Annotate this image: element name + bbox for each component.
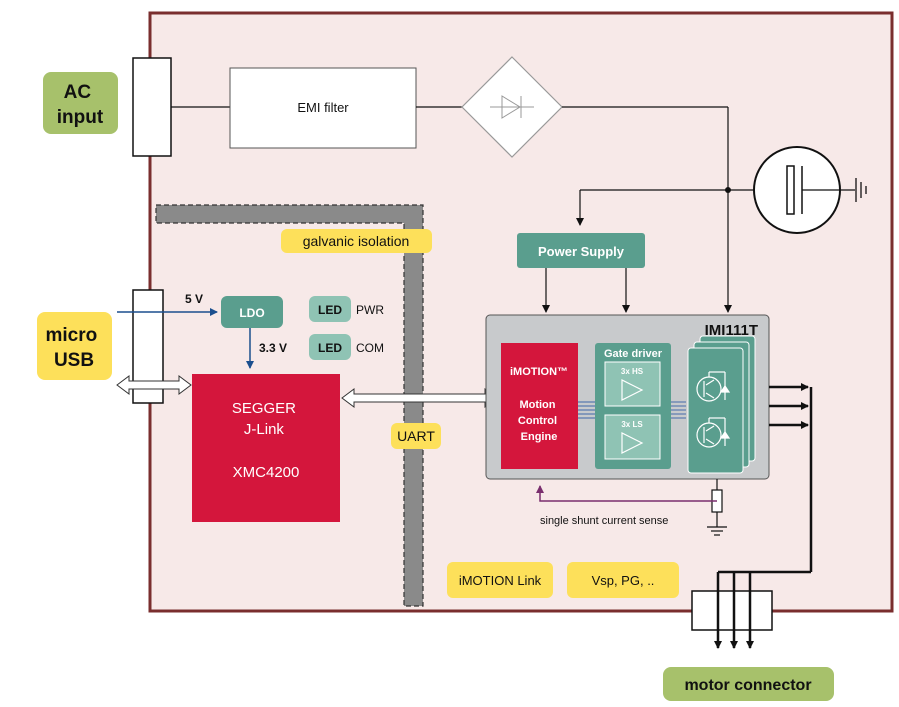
phase-output-arrows	[769, 383, 809, 429]
ls-label: 3x LS	[621, 420, 643, 429]
galvanic-isolation-label: galvanic isolation	[303, 233, 410, 249]
imotion-link-bg	[447, 562, 553, 598]
led-com-tag-label: LED	[318, 341, 342, 355]
gate-power-bus	[671, 401, 686, 419]
uart-label-bg	[391, 423, 441, 449]
led-pwr-tag-label: LED	[318, 303, 342, 317]
svg-text:SEGGER J-Link XMC4200: SEGGER J-Link XMC4200	[232, 400, 300, 481]
vsp-bg	[567, 562, 679, 598]
shunt-label: single shunt current sense	[540, 515, 668, 527]
vsp-label: Vsp, PG, ..	[592, 573, 655, 588]
segger-line3: XMC4200	[233, 464, 300, 481]
power-supply-box	[517, 233, 645, 268]
mce-line3: Engine	[521, 431, 558, 443]
bulk-capacitor-icon	[753, 146, 855, 234]
mce-title: iMOTION™	[510, 366, 568, 378]
imotion-link-label: iMOTION Link	[459, 573, 542, 588]
usb-data-arrow	[116, 375, 192, 395]
shunt-sense-line	[536, 485, 717, 502]
bridge-rectifier-icon	[461, 56, 563, 158]
power-transistor-icon	[696, 371, 731, 402]
power-supply-label: Power Supply	[538, 244, 625, 259]
mce-box	[501, 343, 578, 469]
shunt-ground-icon	[707, 526, 727, 536]
power-stage	[687, 335, 756, 474]
micro-usb-label	[37, 312, 112, 380]
micro-usb-line2: USB	[54, 350, 94, 371]
segger-line1: SEGGER	[232, 400, 296, 417]
svg-text:Motion Control Engine: Motion Control Engine	[518, 399, 560, 443]
driver-amplifier-icon-2	[621, 432, 644, 454]
motor-connector-label-bg	[663, 667, 834, 701]
three-three-v-label: 3.3 V	[259, 341, 287, 355]
ac-connector	[132, 57, 172, 157]
segger-line2: J-Link	[244, 421, 285, 438]
segger-box	[192, 374, 340, 522]
ac-input-label	[43, 72, 118, 134]
isolation-barrier	[155, 204, 424, 607]
ldo-box	[221, 296, 283, 328]
ac-input-line2: input	[57, 107, 104, 128]
uart-label: UART	[397, 428, 435, 444]
imi111t-label: IMI111T	[705, 322, 758, 339]
ac-input-line1: AC	[64, 82, 92, 103]
mce-line2: Control	[518, 415, 557, 427]
ldo-label: LDO	[239, 306, 264, 320]
motor-connector-box	[691, 590, 773, 631]
led-com-tag	[309, 334, 351, 360]
driver-amplifier-icon	[621, 379, 644, 401]
power-transistor-icon-2	[696, 417, 731, 448]
hs-driver	[604, 361, 661, 407]
emi-filter-label: EMI filter	[297, 100, 349, 115]
mce-gate-bus	[578, 401, 595, 419]
led-pwr-label: PWR	[356, 303, 384, 317]
led-pwr-tag	[309, 296, 351, 322]
galvanic-isolation-label-bg	[281, 229, 432, 253]
svg-text:AC input: AC input	[57, 82, 104, 128]
svg-text:micro USB: micro USB	[45, 325, 102, 371]
five-v-label: 5 V	[185, 292, 203, 306]
micro-usb-line1: micro	[45, 325, 97, 346]
motor-connector-label: motor connector	[684, 677, 811, 694]
mce-line1: Motion	[519, 399, 555, 411]
ground-icon	[855, 178, 867, 202]
emi-filter-box	[229, 67, 417, 149]
gate-driver-label: Gate driver	[604, 348, 663, 360]
led-com-label: COM	[356, 341, 384, 355]
hs-label: 3x HS	[621, 367, 644, 376]
ls-driver	[604, 414, 661, 460]
